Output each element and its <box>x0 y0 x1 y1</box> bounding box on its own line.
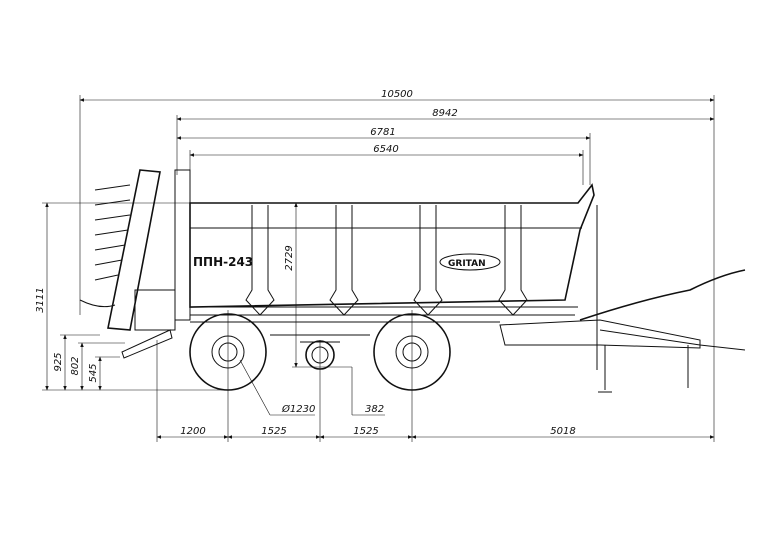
dim-545: 545 <box>88 363 99 382</box>
dim-6781: 6781 <box>370 127 395 138</box>
gritan-logo <box>439 253 501 271</box>
dim-1200: 1200 <box>180 426 205 437</box>
body-ribs <box>245 205 528 316</box>
model-label: ППН-243 <box>193 255 253 269</box>
dim-10500: 10500 <box>381 89 413 100</box>
bottom-dimensions: 1200 1525 1525 5018 <box>156 310 715 442</box>
rear-spreader <box>79 169 176 359</box>
wheel-dimensions: Ø1230 382 <box>239 359 385 416</box>
height-dimensions: 3111 925 802 545 2729 <box>35 202 352 391</box>
chassis <box>190 269 746 393</box>
dim-1525-a: 1525 <box>261 426 286 437</box>
dim-5018: 5018 <box>550 426 575 437</box>
dim-382: 382 <box>365 404 384 415</box>
dim-925: 925 <box>53 352 64 371</box>
dim-2729: 2729 <box>284 245 295 270</box>
dim-6540: 6540 <box>373 144 398 155</box>
dim-802: 802 <box>70 356 81 375</box>
top-dimensions: 10500 8942 6781 6540 <box>79 89 715 442</box>
dim-wheel-diameter: Ø1230 <box>281 403 315 415</box>
dim-1525-b: 1525 <box>353 426 378 437</box>
brand-logo-text: GRITAN <box>448 259 486 269</box>
dim-8942: 8942 <box>432 108 457 119</box>
dim-3111: 3111 <box>35 287 46 312</box>
trailer-body: ППН-243 GRITAN <box>174 169 598 370</box>
